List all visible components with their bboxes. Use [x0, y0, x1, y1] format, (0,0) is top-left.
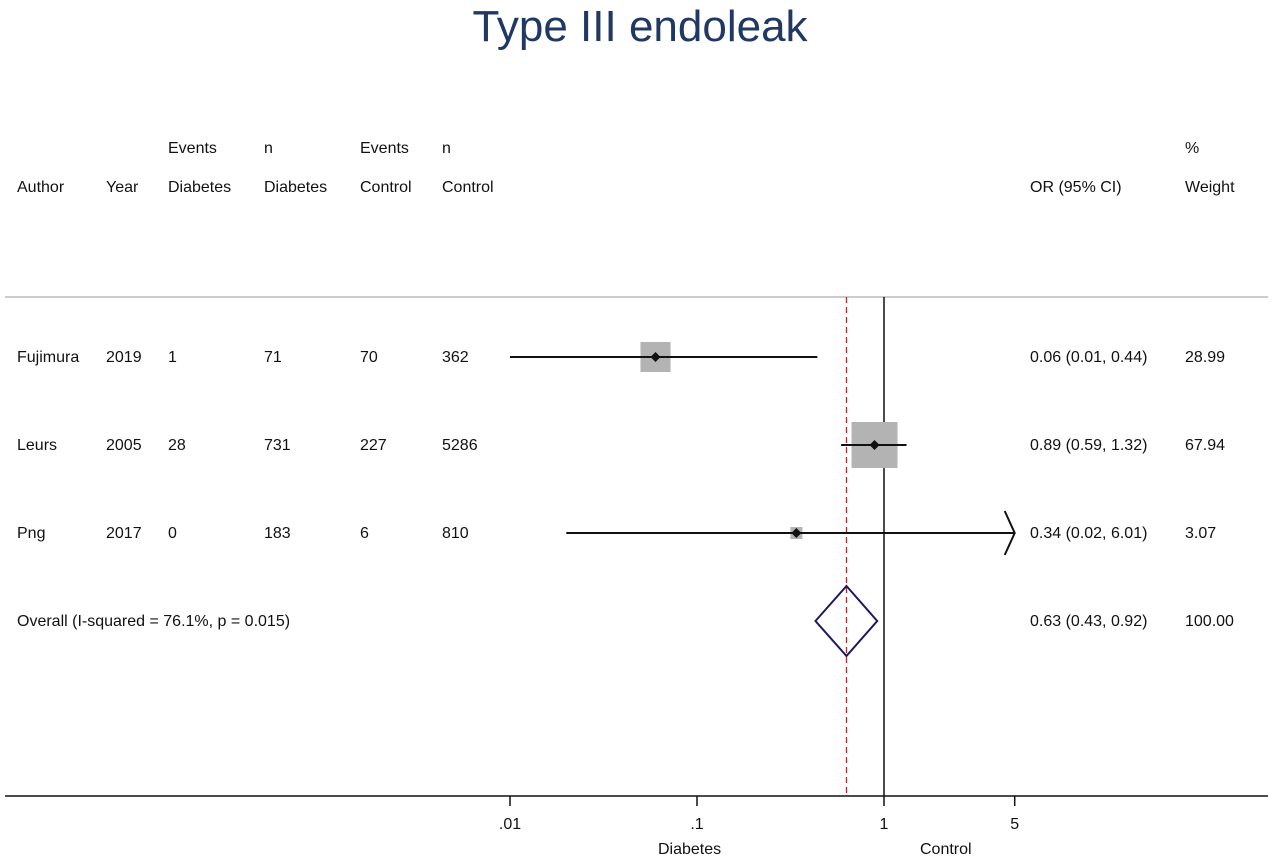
study-point-estimate — [650, 352, 661, 362]
x-tick-label: .01 — [499, 816, 521, 833]
header-n-diabetes-line2: Diabetes — [264, 179, 328, 196]
study-n-control: 362 — [442, 349, 469, 366]
study-or-ci: 0.06 (0.01, 0.44) — [1030, 349, 1148, 366]
study-weight: 28.99 — [1185, 349, 1226, 366]
header-year: Year — [106, 179, 139, 196]
header-n-control-line2: Control — [442, 179, 494, 196]
header-n-diabetes-line1: n — [264, 140, 273, 157]
header-or-ci: OR (95% CI) — [1030, 179, 1122, 196]
study-n-control: 810 — [442, 525, 469, 542]
header-author: Author — [17, 179, 65, 196]
study-year: 2017 — [106, 525, 142, 542]
study-weight: 3.07 — [1185, 525, 1217, 542]
overall-weight: 100.00 — [1185, 613, 1234, 630]
axis-label-diabetes: Diabetes — [658, 841, 722, 858]
header-weight-line2: Weight — [1185, 179, 1235, 196]
study-author: Fujimura — [17, 349, 80, 366]
study-events-control: 70 — [360, 349, 378, 366]
ci-clip-arrow-right — [1003, 510, 1016, 556]
study-author: Leurs — [17, 437, 58, 454]
study-year: 2005 — [106, 437, 142, 454]
header-events-diabetes-line2: Diabetes — [168, 179, 232, 196]
x-tick-label: .1 — [690, 816, 703, 833]
study-n-diabetes: 731 — [264, 437, 291, 454]
study-events-control: 6 — [360, 525, 369, 542]
study-n-diabetes: 71 — [264, 349, 282, 366]
x-tick-label: 1 — [880, 816, 889, 833]
header-weight-line1: % — [1185, 140, 1200, 157]
study-point-estimate — [791, 528, 802, 538]
study-weight: 67.94 — [1185, 437, 1226, 454]
study-events-diabetes: 0 — [168, 525, 177, 542]
x-tick-label: 5 — [1010, 816, 1019, 833]
overall-diamond — [814, 584, 879, 658]
study-events-diabetes: 28 — [168, 437, 186, 454]
header-n-control-line1: n — [442, 140, 451, 157]
study-events-control: 227 — [360, 437, 387, 454]
header-events-diabetes-line1: Events — [168, 140, 217, 157]
header-events-control-line1: Events — [360, 140, 409, 157]
study-point-estimate — [869, 440, 880, 450]
axis-label-control: Control — [920, 841, 972, 858]
study-n-diabetes: 183 — [264, 525, 291, 542]
overall-or-ci: 0.63 (0.43, 0.92) — [1030, 613, 1148, 630]
study-events-diabetes: 1 — [168, 349, 177, 366]
study-or-ci: 0.34 (0.02, 6.01) — [1030, 525, 1148, 542]
header-events-control-line2: Control — [360, 179, 412, 196]
study-or-ci: 0.89 (0.59, 1.32) — [1030, 437, 1148, 454]
chart-title: Type III endoleak — [472, 2, 808, 51]
study-year: 2019 — [106, 349, 142, 366]
study-n-control: 5286 — [442, 437, 478, 454]
overall-label: Overall (I-squared = 76.1%, p = 0.015) — [17, 613, 291, 630]
study-author: Png — [17, 525, 46, 542]
